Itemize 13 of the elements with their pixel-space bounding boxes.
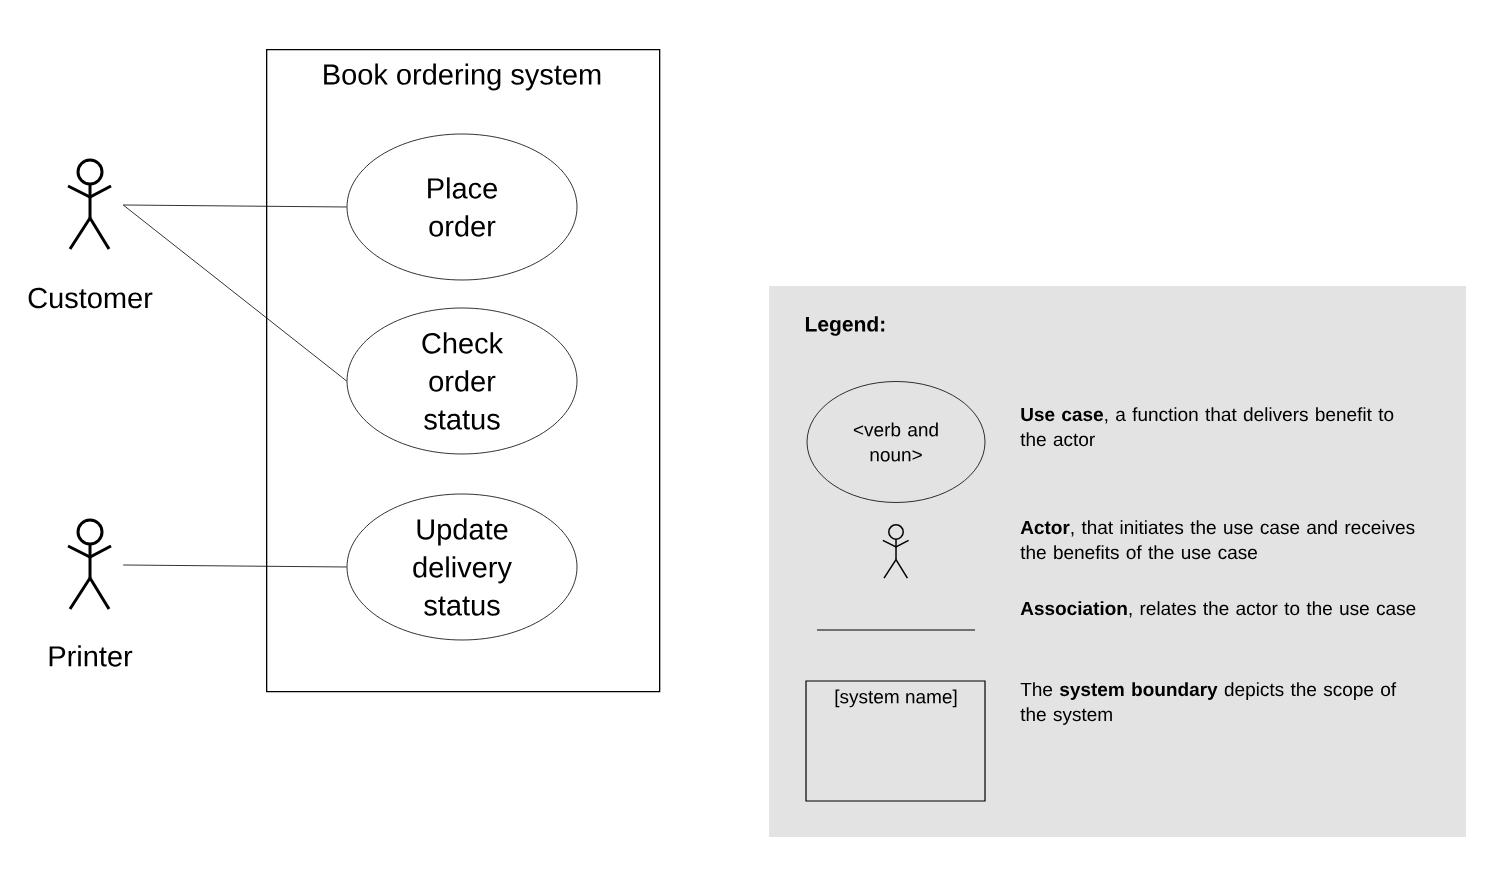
legend-text: Actor, that initiates the use case and receives the benefits of the use case: [1020, 520, 1415, 560]
legend-heading: Legend:: [805, 316, 885, 336]
legend-text: Association, relates the actor to the use case: [1020, 601, 1416, 618]
legend-text: Use case, a function that delivers benefit to the actor: [1020, 407, 1394, 447]
association-line: [122, 204, 347, 382]
system-boundary: [system name]: [805, 680, 986, 802]
node-label: Printer: [49, 645, 133, 667]
node-label: Customer: [28, 287, 153, 309]
legend-text: The system boundary depicts the scope of the system: [1020, 682, 1397, 725]
association-line: [122, 204, 347, 208]
actor-figure: Printer: [49, 518, 133, 667]
actor-figure: Customer: [28, 158, 153, 309]
association-line: [122, 564, 347, 568]
